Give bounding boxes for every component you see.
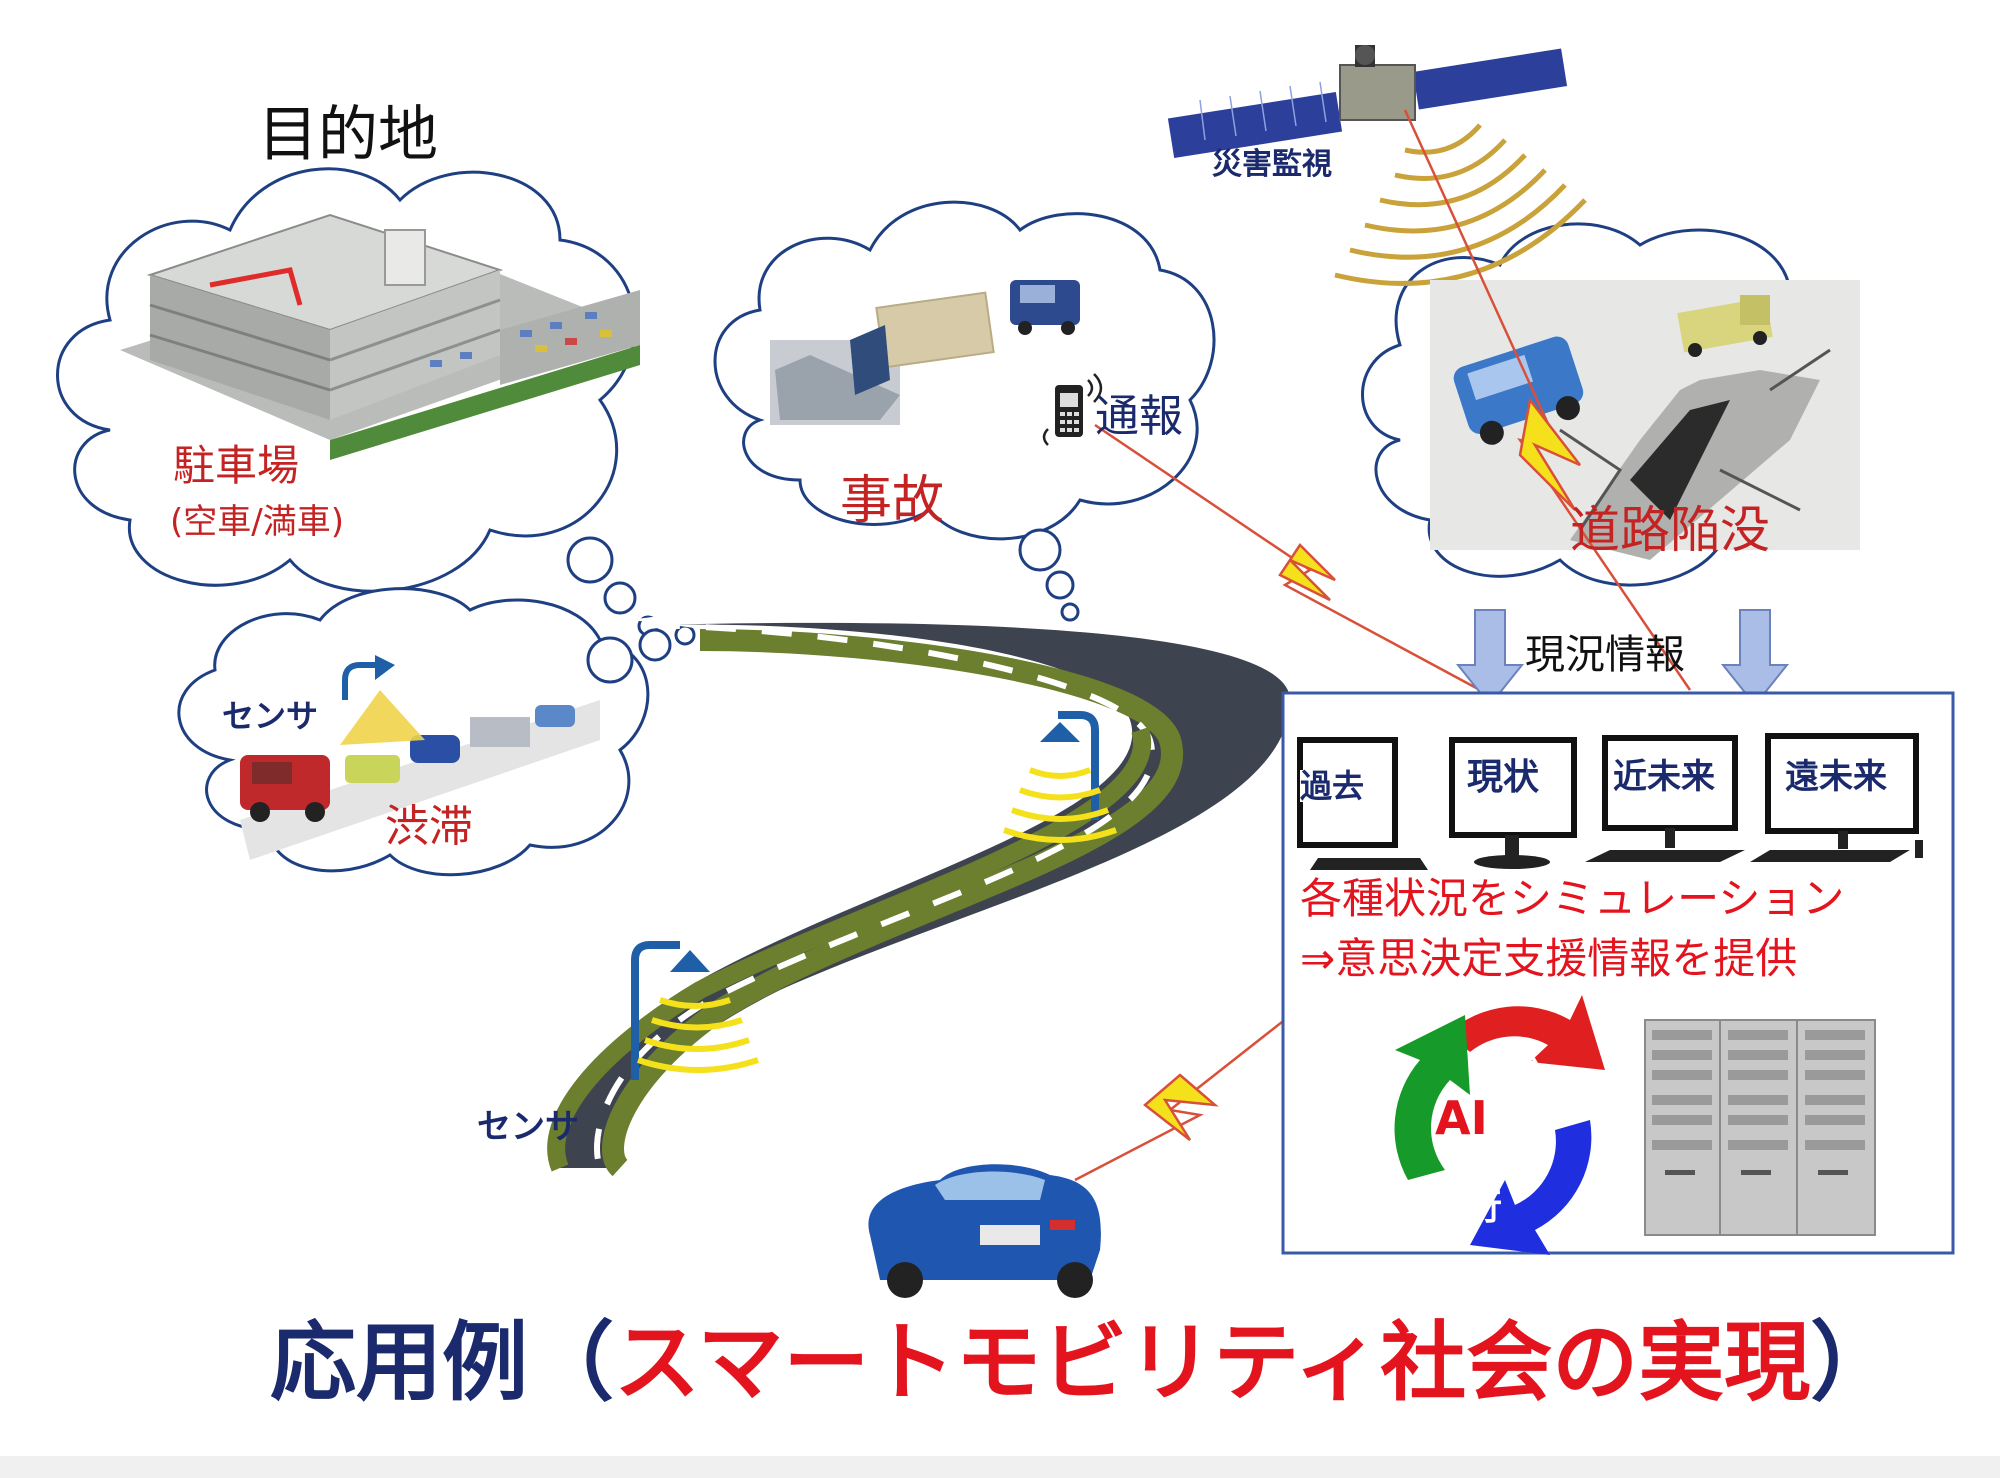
monitor-near-future [1585,735,1745,862]
ai-center-label: AI [1435,1091,1488,1145]
report-label: 通報 [1095,391,1183,442]
current-info-arrows [1455,609,1790,707]
parking-sublabel: (空車/満車) [170,502,344,542]
footer-highlight: スマートモビリティ社会の実現 [614,1313,1811,1413]
monitor-near-future-label: 近未来 [1613,757,1715,797]
accident-label: 事故 [840,471,945,531]
congestion-icon [240,655,600,860]
footer-title: 応用例（スマートモビリティ社会の実現） [270,1320,1896,1406]
phone-icon [1042,373,1103,446]
sensor-pole-upper [1002,711,1118,843]
road-sensor-label: センサ [477,1107,579,1147]
footer-prefix: 応用例 [270,1313,528,1413]
truck-icon [770,280,1080,425]
footer-close-paren: ） [1810,1313,1897,1413]
car-icon [868,1164,1101,1298]
congestion-label: 渋滞 [385,801,473,852]
parking-garage-icon [120,213,640,460]
ai-execute-label: 実行 [1430,1187,1503,1228]
monitor-past-label: 過去 [1300,767,1365,805]
server-rack-icon [1644,1019,1876,1236]
cloud-accident [713,200,1216,622]
bottom-strip [0,1456,2000,1478]
simulation-line2: ⇒意思決定支援情報を提供 [1300,934,1798,983]
satellite-label: 災害監視 [1212,147,1332,182]
sensor-pole-lower [631,941,759,1080]
satellite-icon [1167,45,1587,286]
sinkhole-icon [1430,280,1860,560]
ai-cycle-diagram [1394,995,1605,1255]
footer-open-paren: （ [528,1313,614,1413]
monitor-far-future-label: 遠未来 [1785,757,1887,797]
current-info-label: 現況情報 [1525,632,1685,678]
lightning-icon [1074,109,1692,1182]
sinkhole-label: 道路陥没 [1570,501,1770,559]
congestion-sensor-label: センサ [222,697,319,735]
monitor-far-future [1750,733,1923,862]
parking-label: 駐車場 [173,441,300,490]
destination-title: 目的地 [258,100,438,170]
simulation-line1: 各種状況をシミュレーション [1300,874,1845,923]
monitor-now-label: 現状 [1467,757,1540,798]
monitor-now [1449,737,1577,869]
